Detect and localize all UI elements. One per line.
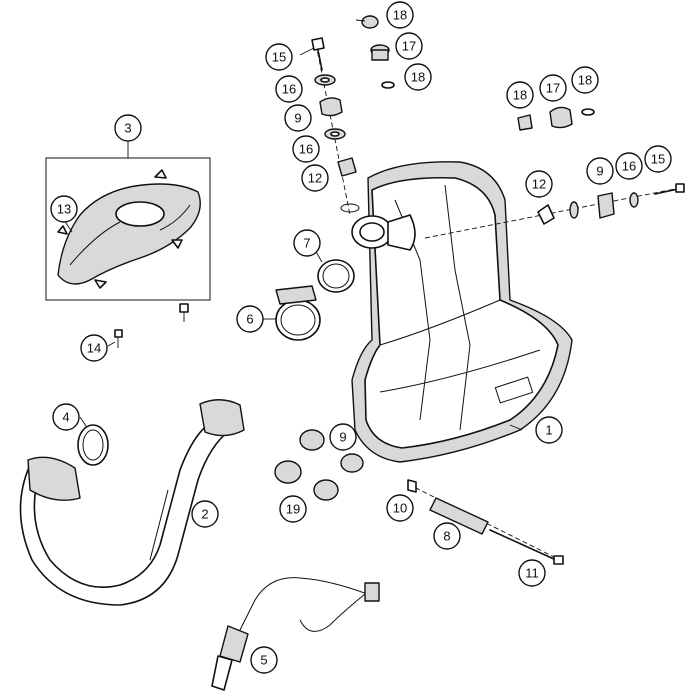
svg-text:9: 9 (294, 111, 301, 126)
callout-16-top-a: 16 (275, 75, 303, 103)
callout-18-right-b: 18 (571, 66, 599, 94)
svg-text:14: 14 (87, 341, 101, 356)
callout-15-right: 15 (644, 145, 672, 173)
callout-12-right: 12 (525, 170, 553, 198)
callout-16-top-b: 16 (292, 135, 320, 163)
callout-8: 8 (433, 522, 461, 550)
svg-text:5: 5 (260, 653, 267, 668)
callout-18-top-a: 18 (386, 1, 414, 29)
svg-text:12: 12 (532, 177, 546, 192)
top-mount-stack (311, 37, 360, 216)
callout-17-right: 17 (539, 74, 567, 102)
svg-text:11: 11 (525, 566, 539, 581)
callout-9-right: 9 (586, 157, 614, 185)
header-pipe-part (19, 399, 245, 606)
callout-10: 10 (386, 494, 414, 522)
right-rubber-parts (517, 106, 595, 131)
lower-hardware (407, 479, 564, 565)
svg-text:16: 16 (622, 159, 636, 174)
callout-17-top: 17 (395, 32, 423, 60)
callout-1: 1 (535, 416, 563, 444)
callout-2: 2 (191, 500, 219, 528)
svg-text:17: 17 (402, 39, 416, 54)
svg-text:3: 3 (124, 121, 131, 136)
lambda-sensor-part (211, 577, 380, 691)
callout-18-top-b: 18 (404, 63, 432, 91)
svg-text:18: 18 (513, 88, 527, 103)
callout-15-top: 15 (265, 43, 293, 71)
callout-16-right: 16 (615, 152, 643, 180)
callout-3: 3 (114, 114, 142, 142)
svg-text:2: 2 (201, 507, 208, 522)
svg-text:19: 19 (286, 502, 300, 517)
svg-text:9: 9 (596, 164, 603, 179)
callout-6: 6 (236, 305, 264, 333)
callout-7: 7 (293, 229, 321, 257)
svg-text:16: 16 (299, 142, 313, 157)
svg-text:18: 18 (411, 70, 425, 85)
svg-text:17: 17 (546, 81, 560, 96)
callout-19: 19 (279, 495, 307, 523)
right-mount-stack (424, 183, 685, 239)
callout-5: 5 (250, 646, 278, 674)
callout-13: 13 (50, 195, 78, 223)
svg-text:12: 12 (308, 171, 322, 186)
svg-text:7: 7 (303, 236, 310, 251)
rubber-dampers (274, 429, 364, 501)
heat-shield-inset (45, 140, 211, 348)
svg-text:18: 18 (578, 73, 592, 88)
gasket-7 (317, 259, 355, 293)
callout-12-top: 12 (301, 164, 329, 192)
svg-text:1: 1 (545, 423, 552, 438)
heat-shield-part (57, 169, 201, 289)
svg-text:18: 18 (393, 8, 407, 23)
callout-9-top: 9 (284, 104, 312, 132)
callout-9-lower: 9 (329, 423, 357, 451)
svg-text:8: 8 (443, 529, 450, 544)
callout-4: 4 (52, 403, 80, 431)
callout-14: 14 (80, 334, 108, 362)
callout-18-right-a: 18 (506, 81, 534, 109)
svg-text:6: 6 (246, 312, 253, 327)
clamp-part (275, 285, 321, 341)
screw-14 (114, 303, 189, 348)
svg-text:15: 15 (651, 152, 665, 167)
svg-text:4: 4 (62, 410, 69, 425)
gasket-4 (77, 424, 109, 466)
svg-text:13: 13 (57, 202, 71, 217)
callouts: 1 2 3 4 5 6 7 8 9 9 9 10 11 12 12 13 14 … (50, 1, 672, 674)
svg-text:10: 10 (393, 501, 407, 516)
svg-text:9: 9 (339, 430, 346, 445)
svg-text:15: 15 (272, 50, 286, 65)
svg-text:16: 16 (282, 82, 296, 97)
callout-11: 11 (518, 559, 546, 587)
upper-rubber-parts (361, 15, 395, 89)
silencer-part (351, 161, 573, 463)
